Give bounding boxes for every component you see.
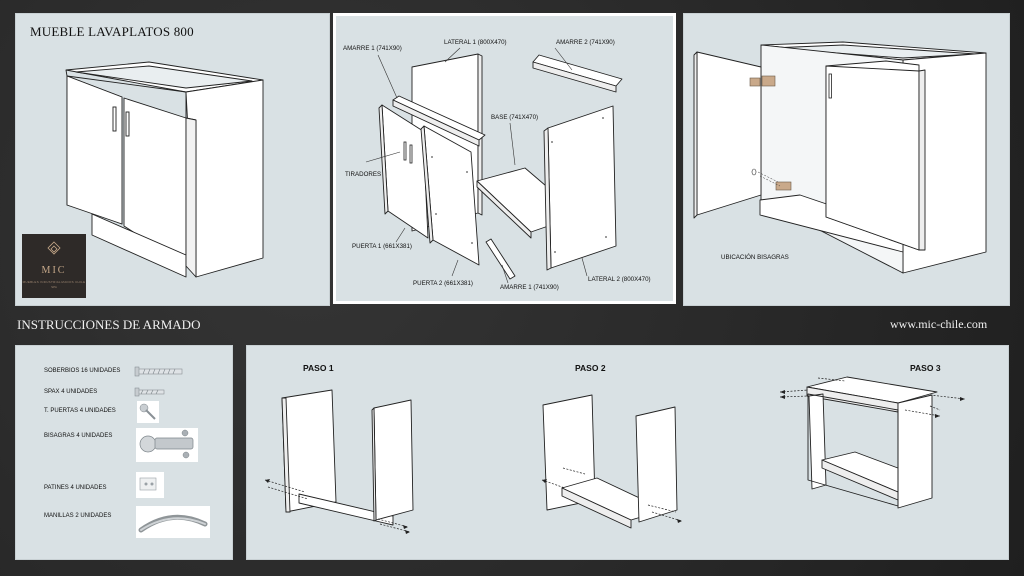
label-tiradores: TIRADORES [345,171,382,178]
label-lateral1: LATERAL 1 (800X470) [444,39,507,46]
part-label-spax: SPAX 4 UNIDADES [44,389,98,395]
assembly-steps-drawing [264,376,966,534]
part-label-bisagras: BISAGRAS 4 UNIDADES [44,433,113,439]
part-label-t-puertas: T. PUERTAS 4 UNIDADES [44,408,116,414]
spax-screw-icon [134,387,165,397]
step-1-label: PASO 1 [303,363,334,373]
label-amarre2: AMARRE 2 (741X90) [556,39,615,46]
label-amarre1-top: AMARRE 1 (741X90) [343,45,402,52]
exploded-parts-drawing [365,47,623,284]
step-2-label: PASO 2 [575,363,606,373]
website-link[interactable]: www.mic-chile.com [890,317,988,331]
instructions-title: INSTRUCCIONES DE ARMADO [17,317,201,332]
assembled-cabinet-drawing [65,61,264,278]
label-base: BASE (741X470) [491,114,539,121]
open-cabinet-drawing [693,41,987,274]
screw-icon [134,366,183,377]
label-puerta1: PUERTA 1 (661X381) [352,243,412,250]
label-hinge-location: UBICACIÓN BISAGRAS [721,254,789,261]
label-lateral2: LATERAL 2 (800X470) [588,276,651,283]
hinge-icon [136,428,198,462]
mic-logo: MIC MUEBLES INDUSTRIALIZADOS CHILE SPA [22,234,86,298]
part-label-manillas: MANILLAS 2 UNIDADES [44,513,112,519]
parts-icons [134,366,210,538]
part-label-soberbios: SOBERBIOS 16 UNIDADES [44,368,121,374]
product-title: MUEBLE LAVAPLATOS 800 [30,24,194,39]
glide-icon [136,472,164,498]
handle-icon [136,506,210,538]
door-screw-icon [137,401,159,423]
step-3-label: PASO 3 [910,363,941,373]
part-label-patines: PATINES 4 UNIDADES [44,485,107,491]
label-amarre1-bottom: AMARRE 1 (741X90) [500,284,559,291]
label-puerta2: PUERTA 2 (661X381) [413,280,473,287]
